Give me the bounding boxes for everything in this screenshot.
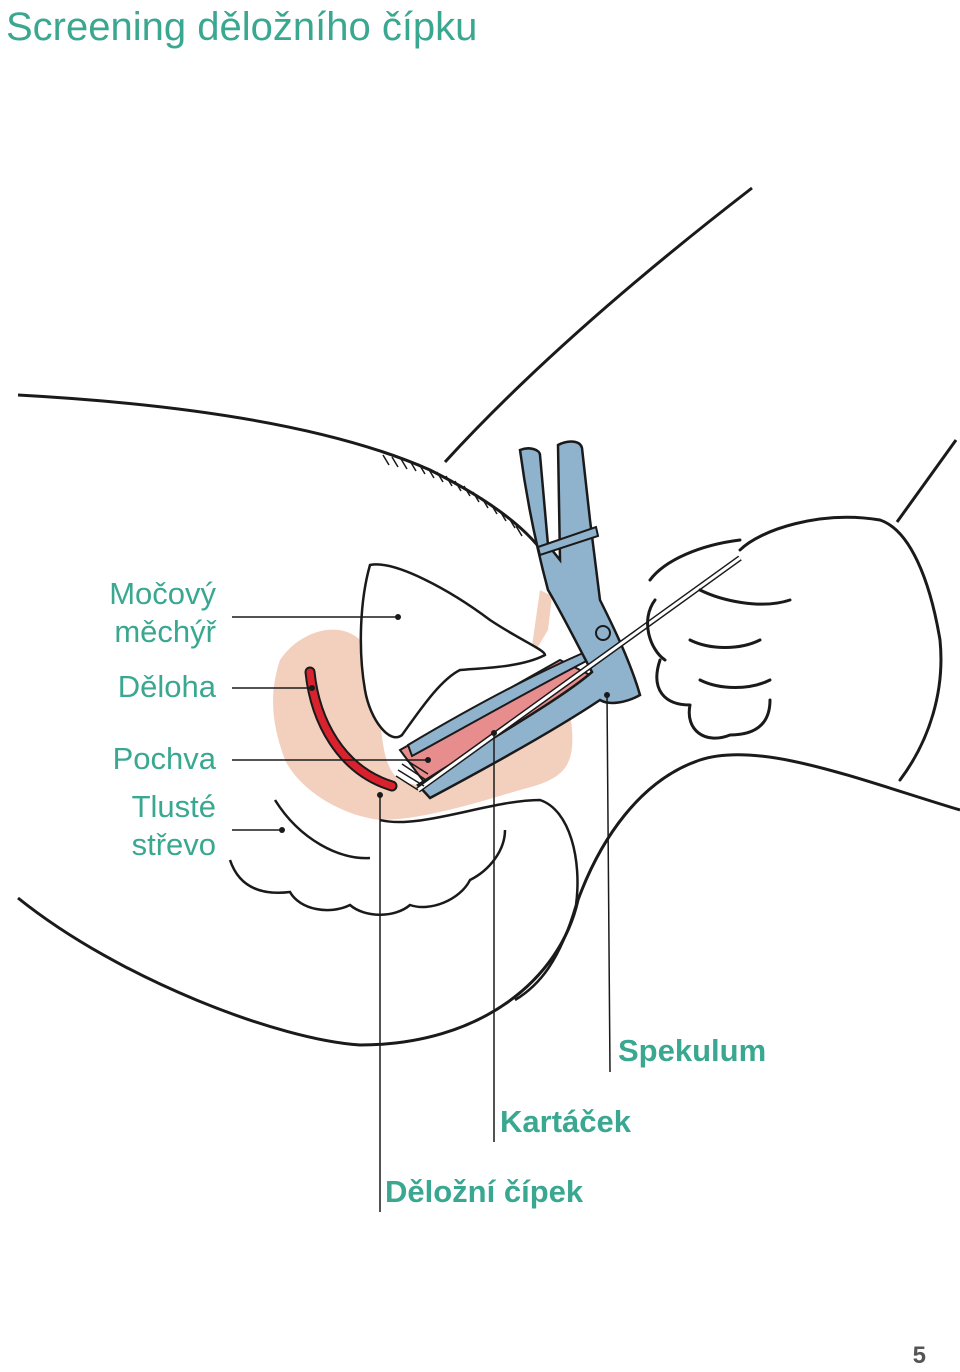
- pelvic-tissue: [273, 629, 573, 820]
- label-uterus: Děloha: [117, 669, 216, 704]
- hand-outline: [646, 515, 943, 782]
- label-bladder-line1: Močový: [109, 576, 216, 611]
- label-colon: Tlusté střevo: [132, 788, 216, 864]
- page-number: 5: [912, 1342, 926, 1369]
- label-colon-line2: střevo: [131, 827, 216, 862]
- page-title: Screening děložního čípku: [6, 5, 478, 49]
- label-vagina: Pochva: [112, 741, 216, 776]
- colon-loops: [228, 829, 507, 916]
- label-speculum: Spekulum: [618, 1033, 767, 1068]
- body-outline-upper: [17, 393, 550, 561]
- speculum-screw: [536, 525, 600, 557]
- label-brush: Kartáček: [500, 1104, 631, 1139]
- label-colon-line1: Tlusté: [131, 789, 216, 824]
- right-thigh-outline: [895, 439, 958, 523]
- thigh-outline: [443, 186, 753, 464]
- pelvic-tissue-upper: [530, 590, 552, 660]
- label-bladder: Močový měchýř: [109, 575, 216, 651]
- leader-lines: [232, 616, 611, 1212]
- pubic-hair: [382, 454, 523, 537]
- brush-head: [395, 759, 429, 791]
- speculum-pivot: [595, 625, 611, 641]
- label-bladder-line2: měchýř: [114, 614, 216, 649]
- bladder-shape: [359, 563, 547, 739]
- colon-outline: [379, 798, 579, 1002]
- leader-dots: [279, 614, 610, 833]
- label-cervix: Děložní čípek: [385, 1174, 584, 1209]
- brush-rod-inner: [417, 556, 741, 792]
- colon-loops-lower: [273, 799, 371, 860]
